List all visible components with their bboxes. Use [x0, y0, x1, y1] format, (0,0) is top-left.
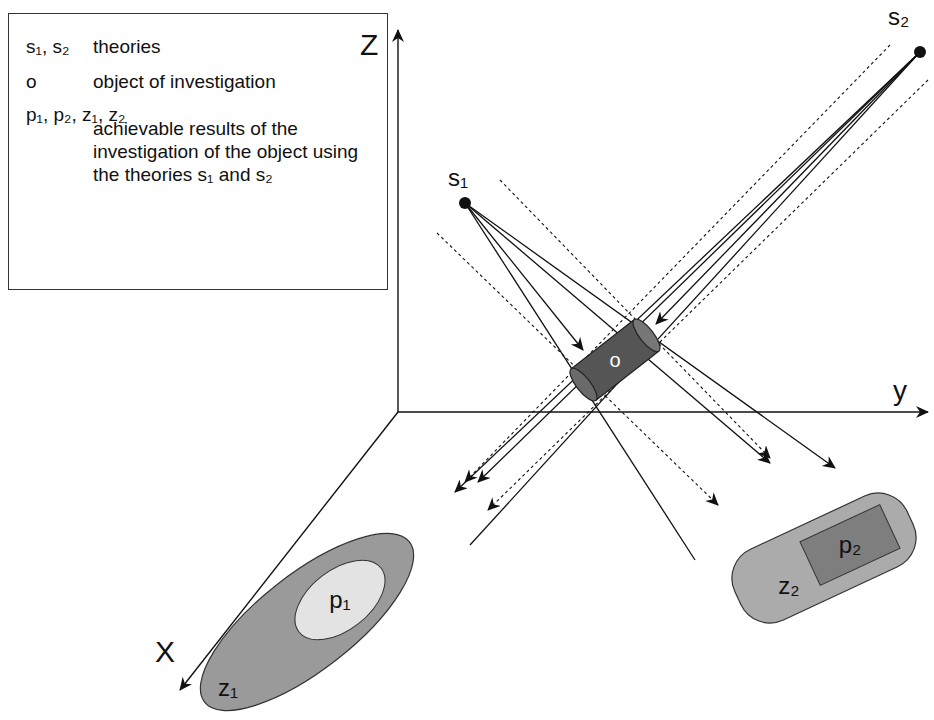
dashed-ray — [500, 180, 770, 458]
legend-description: object of investigation — [93, 71, 276, 94]
axis-label: Z — [360, 28, 378, 61]
ray — [465, 203, 835, 468]
region-label: z₂ — [778, 572, 799, 601]
ray — [465, 203, 695, 560]
result-region: p₂ — [800, 505, 900, 585]
theory-label: s₁ — [448, 165, 468, 191]
axis-label: y — [893, 376, 907, 407]
legend-description: theories — [93, 36, 161, 59]
region-label: p₁ — [329, 586, 350, 615]
region-label: p₂ — [839, 531, 862, 560]
result-region: z₂ p₂ — [720, 480, 928, 636]
axis-label: X — [155, 635, 175, 668]
object-label: o — [609, 348, 620, 372]
legend-key: o — [26, 71, 37, 94]
object-cylinder: o — [560, 310, 670, 410]
ray — [478, 52, 920, 482]
ray — [470, 52, 920, 545]
theory-label: s₂ — [888, 4, 909, 30]
y-axis — [398, 411, 928, 412]
theory-point — [459, 197, 471, 209]
dashed-ray — [488, 80, 928, 510]
legend-box: s₁, s₂theoriesoobject of investigationp₁… — [8, 13, 388, 290]
ray — [465, 203, 583, 350]
region-label: z₁ — [218, 674, 238, 703]
ray — [455, 52, 920, 492]
ray — [656, 52, 920, 324]
result-region: z₁ p₁ — [170, 520, 440, 710]
z-axis — [397, 30, 398, 412]
dashed-ray — [465, 45, 890, 482]
theory-point — [914, 46, 926, 58]
legend-key: s₁, s₂ — [26, 36, 69, 59]
dashed-ray — [437, 233, 718, 505]
legend-description: achievable results of the investigation … — [93, 118, 363, 186]
result-region: p₁ — [285, 560, 395, 640]
